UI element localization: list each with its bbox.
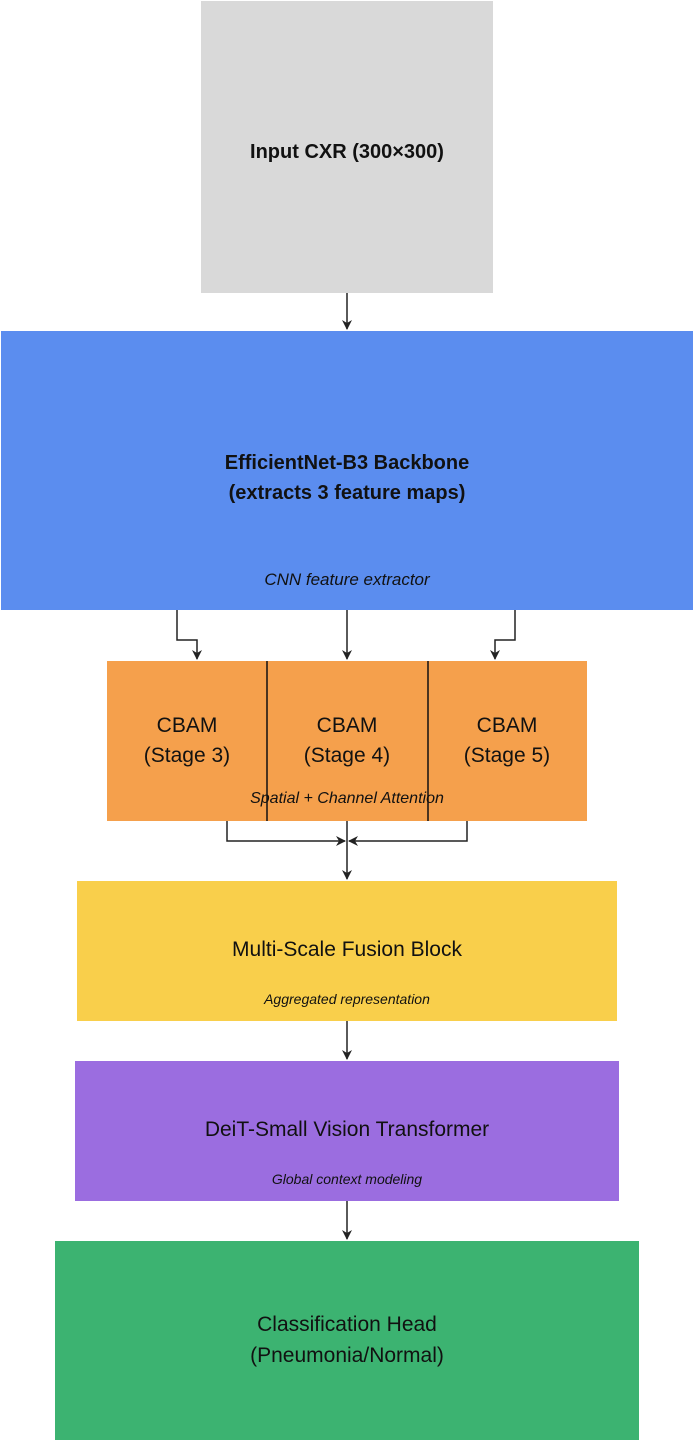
cbam-subtitle: Spatial + Channel Attention bbox=[250, 790, 444, 807]
input-cxr-box: Input CXR (300×300) bbox=[201, 1, 493, 293]
cbam-stage-5-stage: (Stage 5) bbox=[463, 744, 551, 767]
deit-transformer-box: DeiT-Small Vision Transformer Global con… bbox=[75, 1061, 619, 1201]
classification-head-box: Classification Head (Pneumonia/Normal) bbox=[55, 1241, 639, 1440]
transformer-subtitle: Global context modeling bbox=[271, 1171, 423, 1187]
cbam-stage-5-label: CBAM (Stage 5) bbox=[427, 711, 587, 771]
fusion-title: Multi-Scale Fusion Block bbox=[232, 938, 462, 961]
cbam-stage-4-name: CBAM bbox=[316, 714, 378, 737]
cbam-stage-3-stage: (Stage 3) bbox=[143, 744, 231, 767]
backbone-subtitle: CNN feature extractor bbox=[264, 570, 430, 589]
cbam-stage-3-name: CBAM bbox=[156, 714, 218, 737]
cbam-stage-3-label: CBAM (Stage 3) bbox=[107, 711, 267, 771]
cbam-stage-4-label: CBAM (Stage 4) bbox=[267, 711, 427, 771]
multi-scale-fusion-box: Multi-Scale Fusion Block Aggregated repr… bbox=[77, 881, 617, 1021]
cbam-stage-5-name: CBAM bbox=[476, 714, 538, 737]
fusion-subtitle: Aggregated representation bbox=[264, 991, 430, 1007]
efficientnet-backbone-box: EfficientNet-B3 Backbone (extracts 3 fea… bbox=[1, 331, 693, 610]
transformer-title: DeiT-Small Vision Transformer bbox=[204, 1118, 490, 1141]
arrow-backbone-to-cbam-3 bbox=[176, 610, 202, 660]
backbone-title: EfficientNet-B3 Backbone bbox=[224, 452, 470, 474]
input-label: Input CXR (300×300) bbox=[250, 141, 444, 163]
arrow-cbam-5-to-merge bbox=[348, 821, 468, 846]
classifier-title: Classification Head bbox=[257, 1313, 437, 1336]
classifier-classes: (Pneumonia/Normal) bbox=[250, 1344, 444, 1367]
backbone-description: (extracts 3 feature maps) bbox=[228, 482, 466, 504]
cbam-attention-box: CBAM (Stage 3) CBAM (Stage 4) CBAM (Stag… bbox=[107, 661, 587, 821]
arrow-backbone-to-cbam-5 bbox=[490, 610, 516, 660]
arrow-cbam-3-to-merge bbox=[226, 821, 346, 846]
cbam-stage-4-stage: (Stage 4) bbox=[303, 744, 391, 767]
